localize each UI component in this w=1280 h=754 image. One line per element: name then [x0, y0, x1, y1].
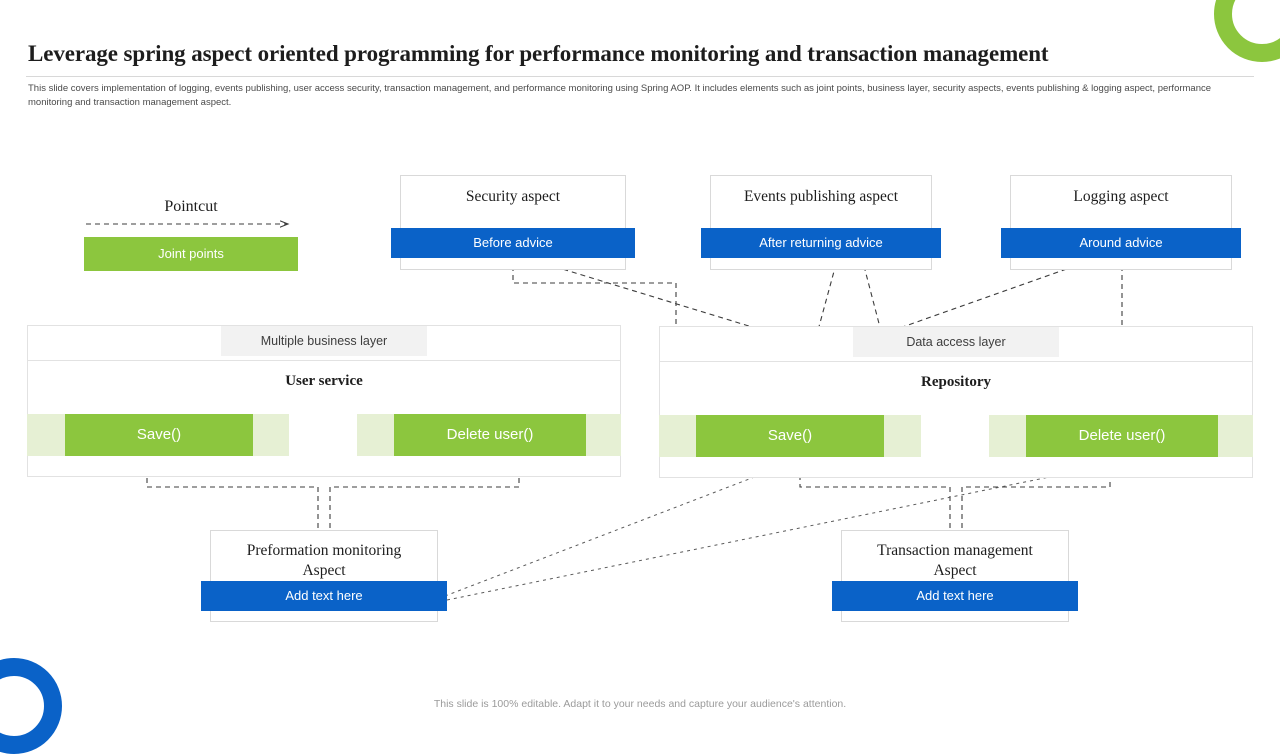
aspect-card-transaction-management[interactable]: Transaction management Aspect Add text h… — [832, 530, 1078, 622]
aspect-card-events-publishing[interactable]: Events publishing aspect After returning… — [701, 175, 941, 270]
aspect-card-preformation-monitoring[interactable]: Preformation monitoring Aspect Add text … — [201, 530, 447, 622]
advice-bar-preformation-monitoring[interactable]: Add text here — [201, 581, 447, 611]
method-save-data-access[interactable]: Save() — [696, 415, 884, 457]
aspect-title-preformation-monitoring: Preformation monitoring Aspect — [211, 531, 437, 581]
aspect-card-logging[interactable]: Logging aspect Around advice — [1001, 175, 1241, 270]
joint-points-box[interactable]: Joint points — [84, 237, 298, 271]
aspect-title-logging: Logging aspect — [1073, 188, 1169, 205]
slide-subtitle: This slide covers implementation of logg… — [28, 83, 1212, 108]
aspect-card-security[interactable]: Security aspect Before advice — [391, 175, 635, 270]
aspect-title-line2: Aspect — [302, 562, 346, 579]
method-delete-user-business[interactable]: Delete user() — [394, 414, 586, 456]
title-divider — [26, 76, 1254, 77]
advice-bar-before[interactable]: Before advice — [391, 228, 635, 258]
advice-bar-after-returning[interactable]: After returning advice — [701, 228, 941, 258]
aspect-title-transaction-management: Transaction management Aspect — [842, 531, 1068, 581]
data-access-layer-divider — [660, 361, 1252, 362]
aspect-title-line1: Transaction management — [877, 542, 1033, 559]
method-save-business[interactable]: Save() — [65, 414, 253, 456]
aspect-title-line1: Preformation monitoring — [246, 542, 402, 559]
business-layer-divider — [28, 360, 620, 361]
layer-heading-repository: Repository — [921, 374, 991, 390]
page-title: Leverage spring aspect oriented programm… — [28, 41, 1049, 66]
layer-tab-data-access: Data access layer — [853, 327, 1059, 357]
layer-heading-user-service: User service — [285, 373, 363, 389]
diagram-canvas: Pointcut Joint points Security aspect Be… — [27, 175, 1253, 622]
advice-bar-transaction-management[interactable]: Add text here — [832, 581, 1078, 611]
layer-tab-business: Multiple business layer — [221, 326, 427, 356]
slide-footer: This slide is 100% editable. Adapt it to… — [433, 698, 847, 710]
slide-header: Leverage spring aspect oriented programm… — [0, 40, 1280, 110]
method-delete-user-data-access[interactable]: Delete user() — [1026, 415, 1218, 457]
advice-bar-around[interactable]: Around advice — [1001, 228, 1241, 258]
aspect-title-security: Security aspect — [465, 188, 561, 205]
pointcut-label: Pointcut — [164, 198, 218, 215]
aspect-title-line2: Aspect — [933, 562, 977, 579]
aspect-title-events-publishing: Events publishing aspect — [743, 188, 899, 205]
